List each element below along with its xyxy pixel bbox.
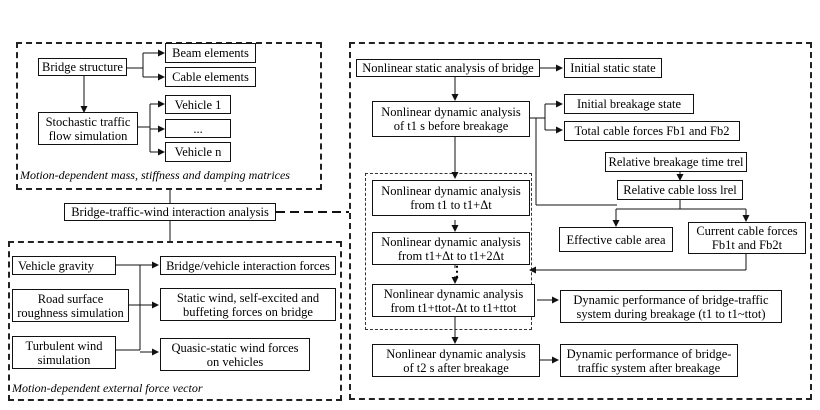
traffic-simulation-box: Stochastic traffic flow simulation (38, 112, 138, 145)
performance-during-line2: system during breakage (t1 to t1~ttot) (576, 306, 766, 321)
vehicle-dots-box: ... (165, 119, 231, 138)
cable-elements-box: Cable elements (165, 67, 256, 87)
traffic-simulation-line2: flow simulation (48, 128, 128, 143)
road-roughness-line2: roughness simulation (17, 305, 124, 320)
initial-breakage-state-box: Initial breakage state (564, 94, 694, 114)
continuation-dots: ⋮ (450, 265, 464, 280)
bridge-vehicle-forces-box: Bridge/vehicle interaction forces (160, 256, 336, 275)
relative-cable-loss-box: Relative cable loss lrel (617, 180, 743, 200)
quasi-static-forces-box: Quasic-static wind forces on vehicles (160, 338, 310, 371)
initial-static-state-box: Initial static state (564, 58, 662, 78)
step3-line2: from t1+ttot-Δt to t1+ttot (390, 300, 517, 315)
frame-external-force (8, 241, 342, 401)
step3-analysis-box: Nonlinear dynamic analysis from t1+ttot-… (372, 284, 535, 317)
road-roughness-box: Road surface roughness simulation (12, 289, 129, 322)
step1-line2: from t1 to t1+Δt (410, 198, 492, 212)
frame-breakage-steps (365, 173, 532, 330)
turbulent-wind-line2: simulation (37, 352, 91, 367)
frame-right-analysis (349, 42, 812, 400)
performance-after-line2: traffic system after breakage (577, 360, 721, 375)
performance-during-breakage-box: Dynamic performance of bridge-traffic sy… (560, 290, 782, 323)
dynamic-after-line1: Nonlinear dynamic analysis (386, 346, 526, 361)
performance-after-breakage-box: Dynamic performance of bridge- traffic s… (560, 344, 738, 377)
relative-breakage-time-box: Relative breakage time trel (605, 152, 747, 172)
total-cable-forces-box: Total cable forces Fb1 and Fb2 (564, 121, 740, 141)
static-wind-line2: buffeting forces on bridge (183, 304, 313, 319)
road-roughness-line1: Road surface (37, 291, 104, 306)
dynamic-before-line1: Nonlinear dynamic analysis (381, 105, 521, 119)
step1-line1: Nonlinear dynamic analysis (381, 184, 521, 198)
current-forces-line2: Fb1t and Fb2t (711, 238, 783, 252)
current-cable-forces-box: Current cable forces Fb1t and Fb2t (688, 222, 806, 254)
traffic-simulation-line1: Stochastic traffic (45, 114, 131, 129)
interaction-analysis-box: Bridge-traffic-wind interaction analysis (64, 203, 276, 221)
vehicle-1-box: Vehicle 1 (165, 95, 231, 114)
turbulent-wind-line1: Turbulent wind (25, 338, 103, 353)
step2-line1: Nonlinear dynamic analysis (381, 234, 521, 249)
effective-cable-area-box: Effective cable area (559, 227, 673, 252)
quasi-static-line1: Quasic-static wind forces (171, 340, 299, 355)
dynamic-before-line2: of t1 s before breakage (393, 119, 509, 133)
performance-after-line1: Dynamic performance of bridge- (566, 346, 732, 361)
nonlinear-static-box: Nonlinear static analysis of bridge (356, 59, 540, 77)
performance-during-line1: Dynamic performance of bridge-traffic (573, 292, 769, 307)
step2-line2: from t1+Δt to t1+2Δt (397, 248, 505, 263)
dynamic-before-breakage-box: Nonlinear dynamic analysis of t1 s befor… (372, 101, 530, 137)
dynamic-after-breakage-box: Nonlinear dynamic analysis of t2 s after… (372, 344, 540, 377)
vehicle-n-box: Vehicle n (165, 142, 231, 162)
static-wind-line1: Static wind, self-excited and (176, 290, 320, 305)
caption-mass-matrices: Motion-dependent mass, stiffness and dam… (20, 168, 290, 182)
current-forces-line1: Current cable forces (696, 224, 798, 238)
bridge-structure-box: Bridge structure (38, 58, 127, 76)
turbulent-wind-box: Turbulent wind simulation (12, 336, 116, 369)
dynamic-after-line2: of t2 s after breakage (403, 360, 509, 375)
beam-elements-box: Beam elements (165, 43, 256, 63)
step1-analysis-box: Nonlinear dynamic analysis from t1 to t1… (372, 180, 530, 216)
static-wind-forces-box: Static wind, self-excited and buffeting … (160, 288, 336, 321)
caption-external-force: Motion-dependent external force vector (12, 381, 203, 395)
vehicle-gravity-box: Vehicle gravity (12, 256, 116, 275)
quasi-static-line2: on vehicles (206, 354, 264, 369)
step2-analysis-box: Nonlinear dynamic analysis from t1+Δt to… (372, 232, 530, 265)
step3-line1: Nonlinear dynamic analysis (383, 286, 524, 301)
